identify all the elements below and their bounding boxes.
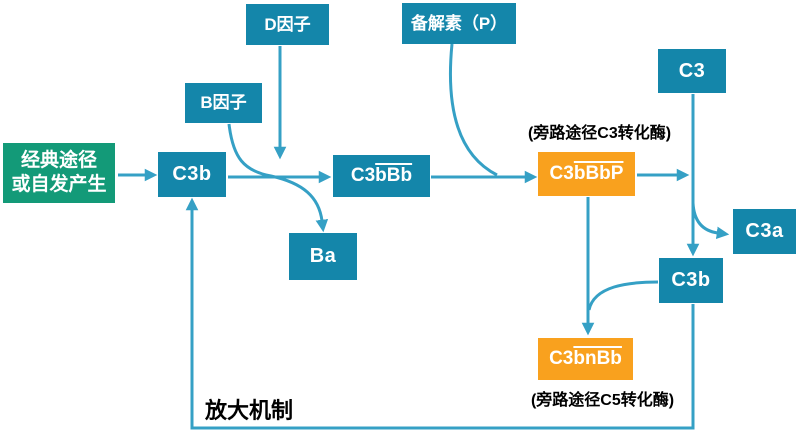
node-c3b-left: C3b: [158, 152, 226, 197]
node-label: C3bnBb: [549, 348, 622, 370]
node-properdin: 备解素（P）: [402, 3, 516, 44]
node-label: B因子: [200, 93, 247, 113]
node-label: C3bBbP: [549, 163, 624, 185]
node-factor-b: B因子: [185, 83, 262, 123]
node-label: C3b: [172, 163, 212, 185]
node-label: C3: [678, 59, 706, 82]
line-c3b-right-merge: [587, 280, 659, 311]
label-c5-convertase: (旁路途径C5转化酶): [530, 392, 675, 409]
node-c3a: C3a: [733, 209, 796, 254]
node-c3bbbp-convertase: C3bBbP: [538, 152, 635, 196]
arrow-branch-to-c3a: [691, 202, 730, 240]
arrow-amplification-feedback: [185, 197, 695, 430]
node-label: 经典途径 或自发产生: [11, 150, 107, 195]
label-amplification-mechanism: 放大机制: [205, 398, 294, 423]
node-label: Ba: [309, 245, 337, 267]
node-label: D因子: [264, 14, 311, 34]
arrow-factor-b-to-ba-curve: [227, 123, 329, 233]
node-c3bbb-convertase: C3bBb: [333, 155, 430, 197]
node-label: C3bBb: [350, 165, 413, 187]
node-label: C3b: [671, 269, 711, 291]
node-factor-d: D因子: [246, 4, 329, 45]
node-ba: Ba: [289, 233, 357, 280]
node-c3b-right: C3b: [659, 258, 723, 303]
label-c3-convertase: (旁路途径C3转化酶): [527, 125, 672, 142]
node-label: 备解素（P）: [410, 13, 508, 33]
line-properdin-merge: [449, 43, 498, 177]
node-c3-top: C3: [658, 49, 726, 93]
node-classical-pathway-source: 经典途径 或自发产生: [3, 143, 115, 203]
node-label: C3a: [745, 220, 784, 242]
node-c3bnbb-convertase: C3bnBb: [538, 338, 633, 380]
